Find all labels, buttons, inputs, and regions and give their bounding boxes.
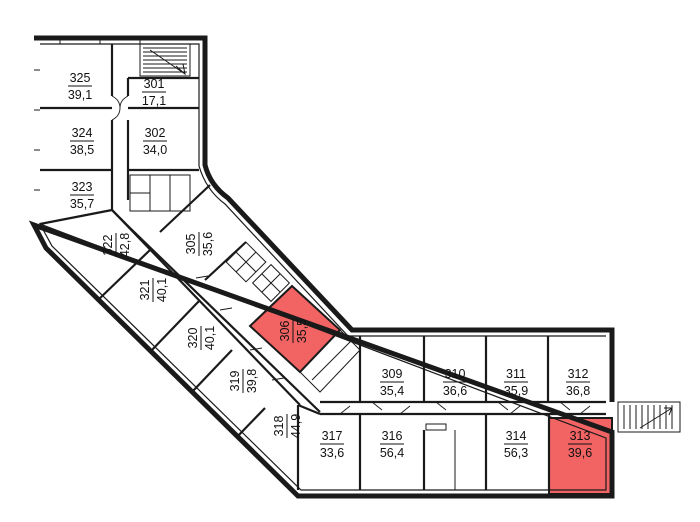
room-323-label[interactable]: 323 35,7	[70, 180, 94, 211]
room-area: 34,0	[143, 143, 167, 157]
room-area: 39,8	[245, 369, 259, 393]
elevator-icon-2	[251, 263, 291, 303]
room-number: 305	[184, 234, 198, 255]
room-area: 33,6	[320, 446, 344, 460]
room-area: 39,1	[68, 88, 92, 102]
room-number: 312	[568, 367, 589, 381]
room-316-label[interactable]: 316 56,4	[380, 429, 404, 460]
room-area: 35,5	[295, 319, 309, 343]
room-number: 324	[72, 126, 93, 140]
room-number: 318	[272, 416, 286, 437]
room-number: 323	[72, 180, 93, 194]
room-311-label[interactable]: 311 35,9	[504, 367, 528, 398]
room-number: 306	[278, 321, 292, 342]
room-number: 325	[70, 71, 91, 85]
room-number: 313	[570, 429, 591, 443]
room-number: 301	[144, 77, 165, 91]
room-number: 322	[101, 235, 115, 256]
room-area: 38,5	[70, 143, 94, 157]
room-area: 36,6	[443, 384, 467, 398]
east-wing-walls	[297, 336, 606, 490]
room-314-label[interactable]: 314 56,3	[504, 429, 528, 460]
room-area: 17,1	[142, 94, 166, 108]
west-wing-walls	[40, 44, 199, 229]
room-number: 309	[382, 367, 403, 381]
room-number: 314	[506, 429, 527, 443]
room-area: 56,4	[380, 446, 404, 460]
room-number: 319	[228, 371, 242, 392]
room-number: 321	[138, 280, 152, 301]
room-number: 302	[145, 126, 166, 140]
room-area: 35,4	[380, 384, 404, 398]
room-302-label[interactable]: 302 34,0	[143, 126, 167, 157]
outer-walls	[28, 35, 615, 499]
room-area: 40,1	[155, 278, 169, 302]
room-area: 35,7	[70, 197, 94, 211]
diagonal-wing-walls	[39, 184, 361, 490]
room-number: 311	[506, 367, 526, 381]
room-area: 44,9	[289, 414, 303, 438]
room-309-label[interactable]: 309 35,4	[380, 367, 404, 398]
room-number: 320	[186, 328, 200, 349]
room-312-label[interactable]: 312 36,8	[566, 367, 590, 398]
room-301-label[interactable]: 301 17,1	[142, 77, 166, 108]
room-324-label[interactable]: 324 38,5	[70, 126, 94, 157]
room-area: 56,3	[504, 446, 528, 460]
room-number: 310	[445, 367, 466, 381]
room-313-label[interactable]: 313 39,6	[568, 429, 592, 460]
room-area: 39,6	[568, 446, 592, 460]
room-area: 35,9	[504, 384, 528, 398]
room-number: 317	[322, 429, 343, 443]
room-area: 35,6	[201, 232, 215, 256]
room-number: 316	[382, 429, 403, 443]
room-area: 40,1	[203, 326, 217, 350]
room-325-label[interactable]: 325 39,1	[68, 71, 92, 102]
room-area: 42,8	[118, 233, 132, 257]
room-310-label[interactable]: 310 36,6	[443, 367, 467, 398]
room-317-label[interactable]: 317 33,6	[320, 429, 344, 460]
room-area: 36,8	[566, 384, 590, 398]
stair-icon-east	[617, 401, 681, 433]
door-swings	[111, 95, 591, 415]
stair-icon	[139, 43, 191, 77]
